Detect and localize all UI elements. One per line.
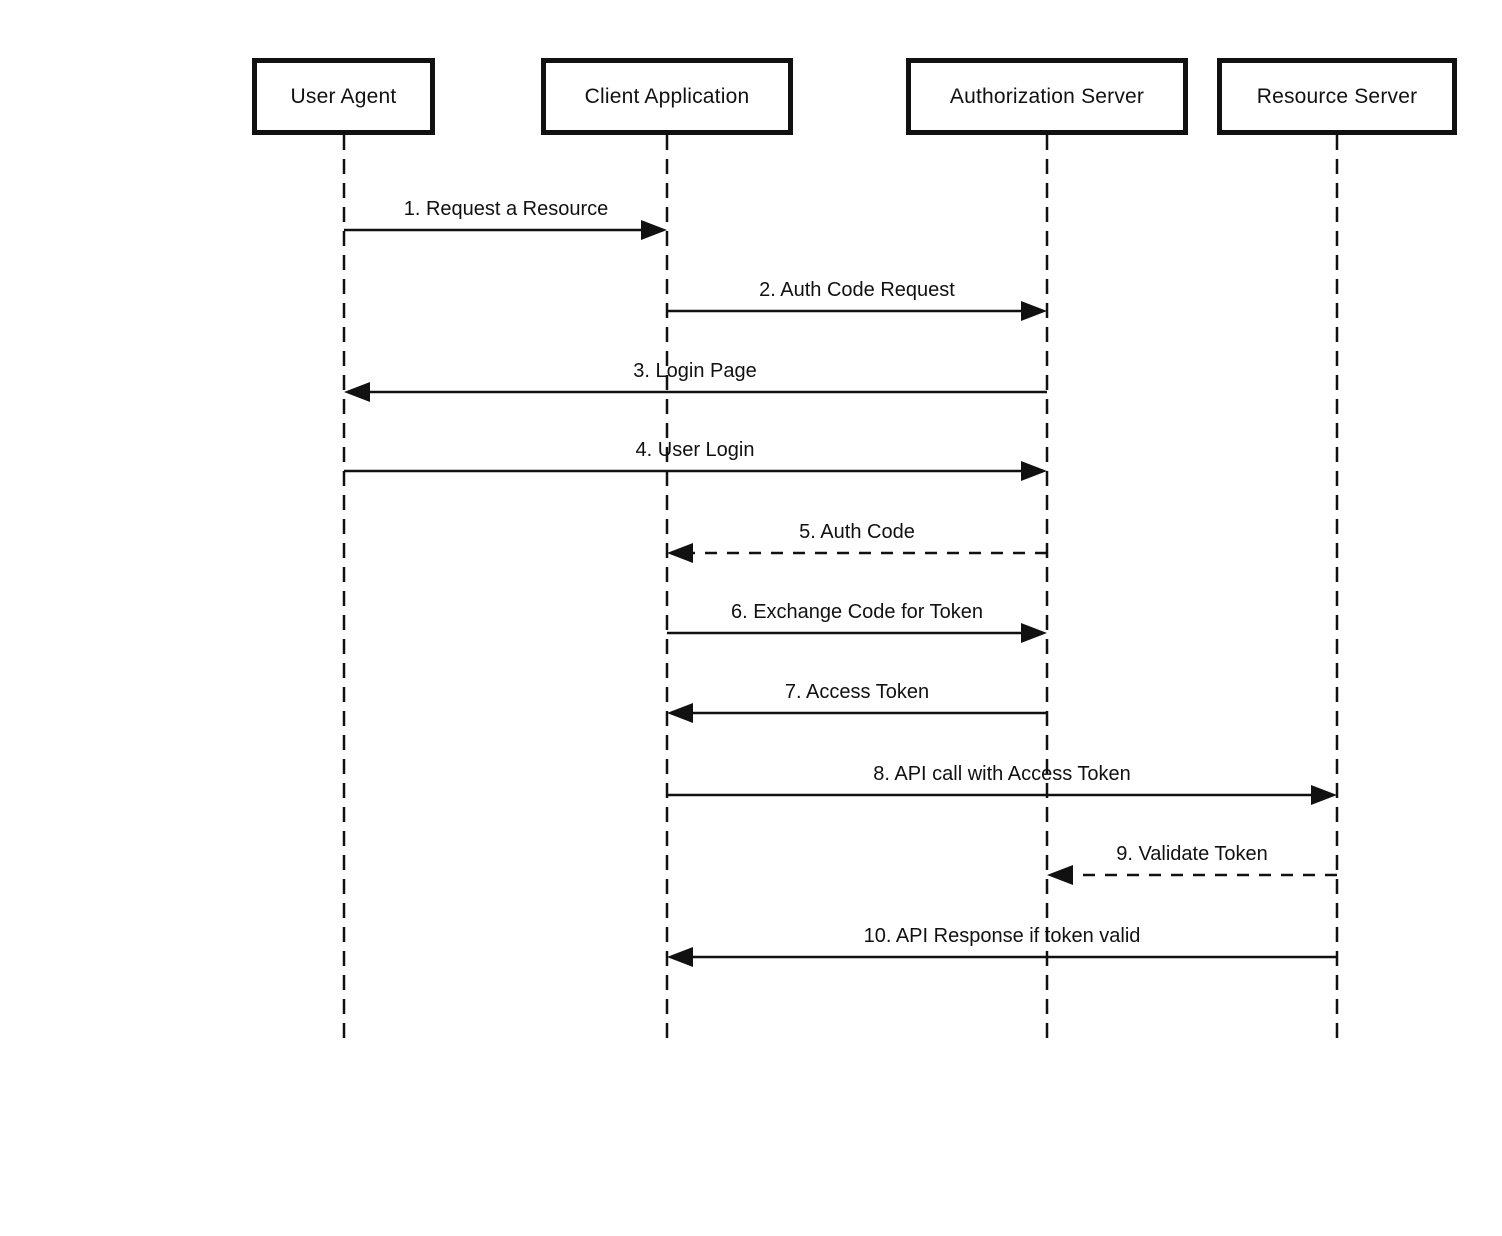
- actor-box-authorization-server: Authorization Server: [906, 58, 1188, 135]
- arrowhead-right-icon: [1311, 785, 1337, 805]
- arrowhead-left-icon: [1047, 865, 1073, 885]
- actor-label: Authorization Server: [949, 84, 1145, 108]
- message-label-8: 8. API call with Access Token: [873, 763, 1131, 785]
- arrowhead-right-icon: [641, 220, 667, 240]
- arrowhead-left-icon: [667, 947, 693, 967]
- arrowhead-left-icon: [344, 382, 370, 402]
- arrowhead-left-icon: [667, 703, 693, 723]
- message-label-6: 6. Exchange Code for Token: [730, 601, 984, 623]
- arrowhead-right-icon: [1021, 623, 1047, 643]
- message-label-4: 4. User Login: [635, 439, 755, 461]
- arrowhead-right-icon: [1021, 461, 1047, 481]
- arrowhead-right-icon: [1021, 301, 1047, 321]
- actor-label: Client Application: [584, 84, 750, 108]
- actor-box-user-agent: User Agent: [252, 58, 435, 135]
- message-label-1: 1. Request a Resource: [403, 198, 609, 220]
- message-label-7: 7. Access Token: [784, 681, 930, 703]
- message-label-2: 2. Auth Code Request: [759, 279, 955, 301]
- message-label-10: 10. API Response if token valid: [863, 925, 1141, 947]
- message-label-5: 5. Auth Code: [799, 521, 915, 543]
- actor-label: User Agent: [290, 84, 397, 108]
- actor-box-client-application: Client Application: [541, 58, 793, 135]
- message-label-3: 3. Login Page: [633, 360, 757, 382]
- actor-box-resource-server: Resource Server: [1217, 58, 1457, 135]
- actor-label: Resource Server: [1256, 84, 1418, 108]
- arrowhead-left-icon: [667, 543, 693, 563]
- message-label-9: 9. Validate Token: [1116, 843, 1268, 865]
